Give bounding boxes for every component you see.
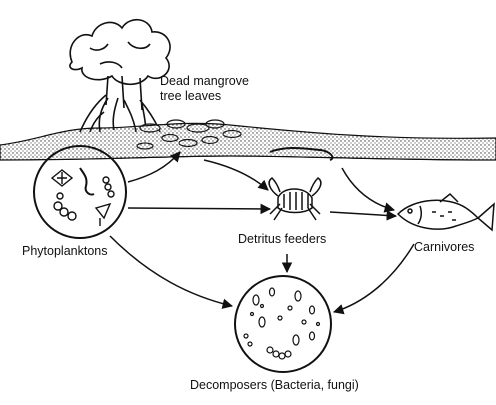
- arrow-phyto-to-detritus: [128, 208, 270, 209]
- arrow-detritus-to-carnivore: [330, 212, 396, 216]
- decomposer-illustration: [235, 276, 331, 372]
- sediment-layer: [0, 123, 496, 160]
- arrow-leaves-to-detritus: [204, 160, 268, 190]
- label-mangrove-line1: Dead mangrove: [160, 74, 249, 89]
- arrow-worm-to-carnivore: [342, 168, 394, 210]
- mangrove-tree-illustration: [70, 20, 170, 132]
- label-detritus-feeders: Detritus feeders: [238, 232, 326, 247]
- phytoplankton-illustration: [34, 146, 126, 238]
- label-phytoplankton: Phytoplanktons: [22, 244, 107, 259]
- label-decomposers: Decomposers (Bacteria, fungi): [190, 378, 359, 393]
- arrow-phyto-to-decomposers: [110, 236, 232, 306]
- fish-illustration: [398, 194, 494, 230]
- label-carnivores: Carnivores: [414, 240, 474, 255]
- label-mangrove-line2: tree leaves: [160, 89, 221, 104]
- crab-illustration: [269, 178, 321, 220]
- arrow-carnivore-to-decomposers: [334, 244, 414, 312]
